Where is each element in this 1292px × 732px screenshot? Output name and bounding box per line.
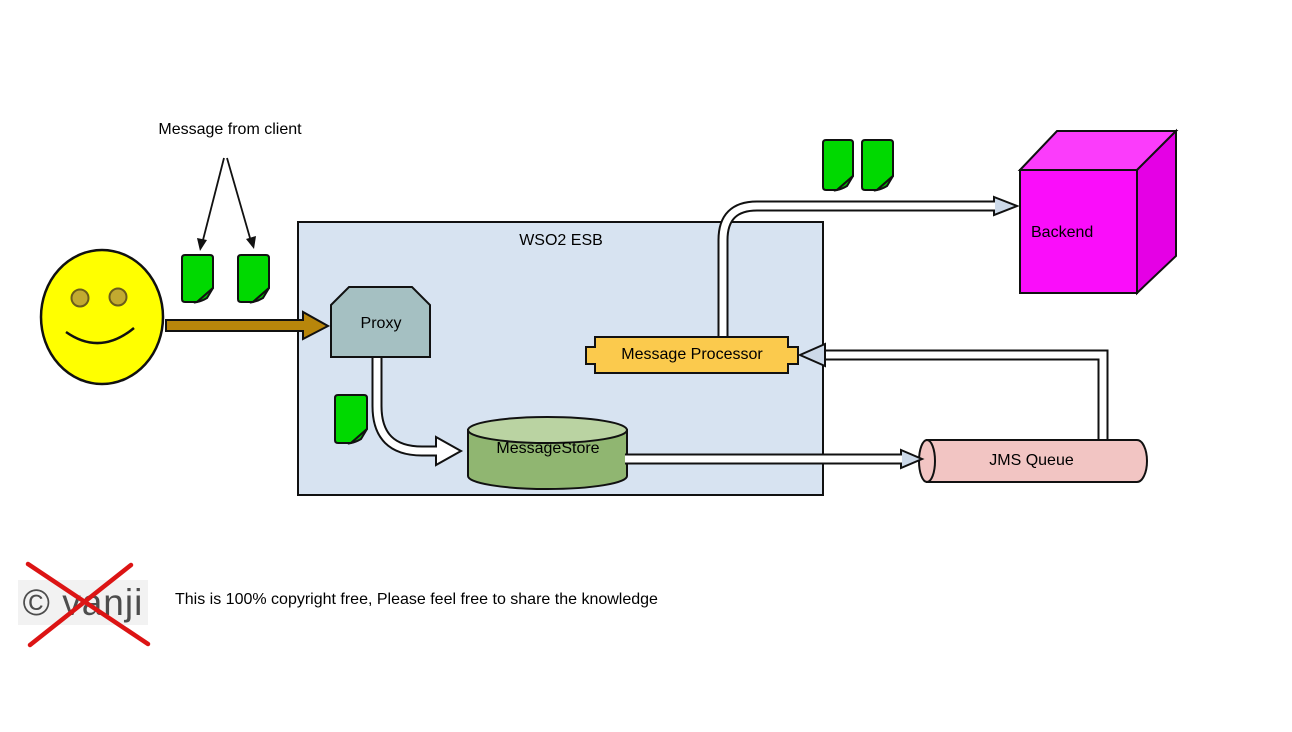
document-fold	[873, 175, 894, 192]
message-document-icon	[861, 139, 894, 192]
document-page	[237, 254, 270, 303]
message-document-icon	[237, 254, 270, 304]
annotation-arrowhead	[246, 236, 256, 249]
document-page	[861, 139, 894, 191]
watermark: © vanji	[18, 580, 148, 625]
annotation-arrow-line	[226, 157, 251, 239]
watermark-text: © vanji	[22, 581, 144, 623]
smiley-eye	[108, 287, 128, 307]
document-page	[334, 394, 368, 444]
backend-arrowhead	[993, 195, 1020, 217]
processor-to-backend-tube	[719, 202, 995, 340]
proxy-node	[330, 286, 431, 358]
annotation-arrowhead	[197, 238, 207, 251]
document-fold	[833, 175, 854, 192]
client-request-arrow	[165, 310, 331, 341]
document-page	[822, 139, 854, 191]
queue-to-processor-tube	[825, 351, 1107, 444]
message-document-icon	[334, 394, 368, 445]
queue-to-processor-tube-outline	[826, 349, 1109, 444]
backend-node	[1019, 169, 1138, 294]
jms-queue-node-cap	[918, 439, 936, 483]
proxy-to-store-tube	[373, 356, 437, 455]
jms-queue-node	[926, 439, 1148, 483]
message-processor-node	[585, 336, 799, 374]
annotation-arrow-line	[202, 157, 225, 241]
document-page	[181, 254, 214, 303]
smiley-mouth	[65, 327, 135, 345]
processor-arrowhead	[797, 342, 826, 368]
document-fold	[249, 287, 270, 304]
document-fold	[347, 428, 368, 445]
annotation-arrows	[197, 157, 256, 251]
client-smiley-icon	[39, 248, 165, 386]
message-document-icon	[822, 139, 854, 192]
smiley-eye	[70, 288, 90, 308]
smiley-face	[39, 248, 165, 386]
document-fold	[193, 287, 214, 304]
message-document-icon	[181, 254, 214, 304]
message-store-node-top	[467, 416, 628, 444]
message-store-node	[467, 429, 628, 490]
